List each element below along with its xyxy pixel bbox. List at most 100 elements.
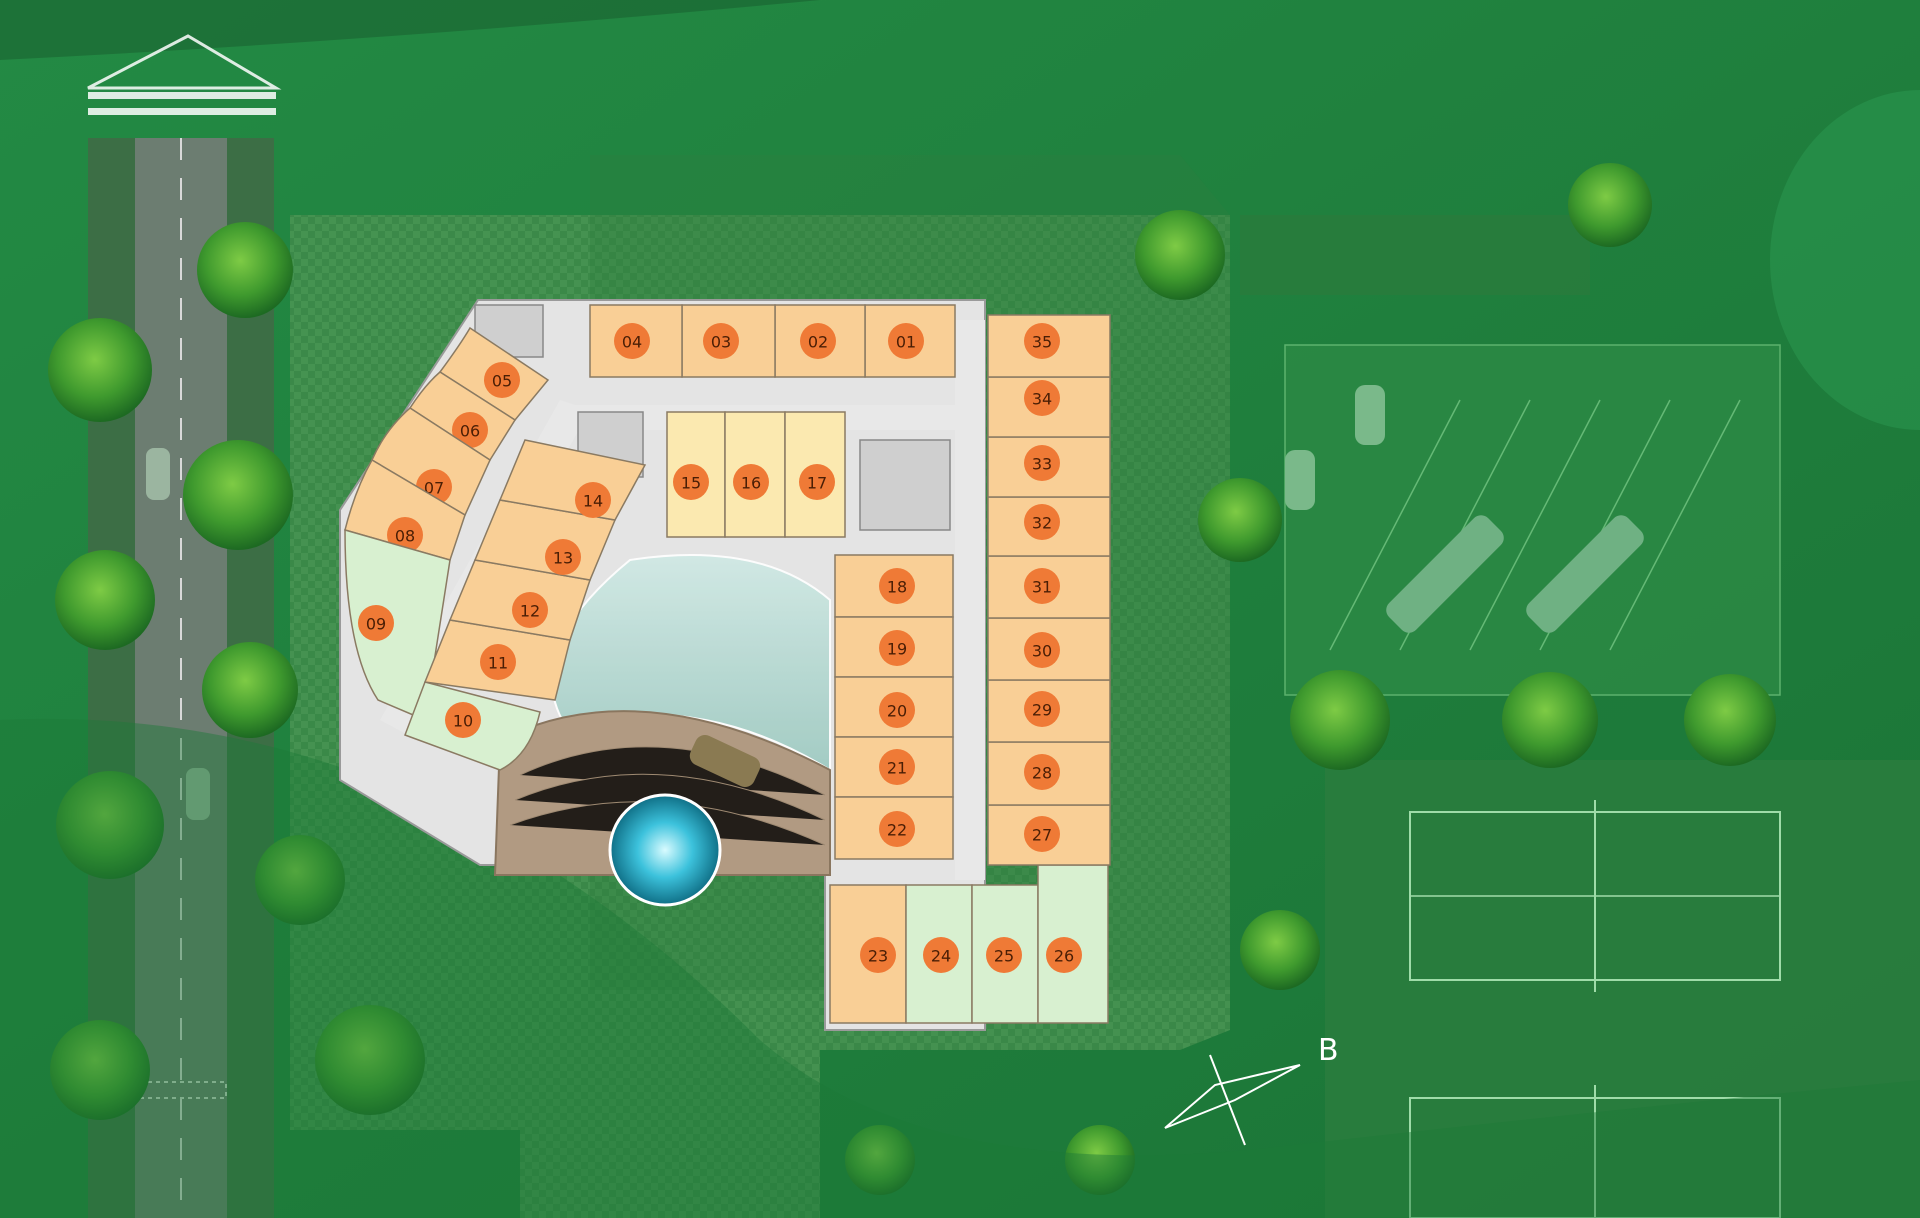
unit-marker: [1024, 323, 1060, 359]
unit-label: 33: [1032, 455, 1052, 474]
unit-marker: [1024, 691, 1060, 727]
unit-label: 03: [711, 333, 731, 352]
unit-marker: [452, 412, 488, 448]
unit-marker: [1024, 568, 1060, 604]
unit-21[interactable]: 21: [834, 736, 954, 798]
unit-label: 09: [366, 615, 386, 634]
unit-04[interactable]: 04: [589, 304, 683, 378]
tennis-courts: [1325, 760, 1920, 1218]
unit-15[interactable]: 15: [666, 411, 726, 538]
unit-marker: [800, 323, 836, 359]
unit-label: 10: [453, 712, 473, 731]
unit-marker: [703, 323, 739, 359]
unit-marker: [923, 937, 959, 973]
car-icon: [146, 448, 170, 500]
unit-marker: [614, 323, 650, 359]
unit-12[interactable]: 12: [448, 559, 591, 641]
unit-marker: [879, 811, 915, 847]
unit-label: 02: [808, 333, 828, 352]
unit-03[interactable]: 03: [681, 304, 776, 378]
tree-icon: [1568, 163, 1652, 247]
unit-19[interactable]: 19: [834, 616, 954, 678]
unit-11[interactable]: 11: [423, 619, 571, 701]
unit-24[interactable]: 24: [905, 884, 973, 1024]
unit-13[interactable]: 13: [473, 499, 617, 581]
unit-33[interactable]: 33: [987, 436, 1111, 498]
unit-14[interactable]: 14: [498, 439, 647, 521]
unit-marker: [1046, 937, 1082, 973]
north-arrow-icon: [1164, 1064, 1301, 1129]
unit-label: 17: [807, 474, 827, 493]
unit-label: 24: [931, 947, 951, 966]
unit-30[interactable]: 30: [987, 617, 1111, 681]
unit-marker: [480, 644, 516, 680]
elevator-core: [859, 439, 951, 531]
unit-marker: [860, 937, 896, 973]
unit-marker: [545, 539, 581, 575]
unit-label: 32: [1032, 514, 1052, 533]
unit-label: 14: [583, 492, 603, 511]
unit-marker: [673, 464, 709, 500]
unit-32[interactable]: 32: [987, 496, 1111, 557]
unit-label: 11: [488, 654, 508, 673]
tree-icon: [1240, 910, 1320, 990]
tree-icon: [56, 771, 164, 879]
unit-label: 01: [896, 333, 916, 352]
unit-20[interactable]: 20: [834, 676, 954, 738]
compass: B: [1164, 1033, 1339, 1146]
compass-label: B: [1318, 1033, 1339, 1068]
unit-29[interactable]: 29: [987, 679, 1111, 743]
unit-31[interactable]: 31: [987, 555, 1111, 619]
unit-marker: [445, 702, 481, 738]
car-icon: [1285, 450, 1315, 510]
unit-25[interactable]: 25: [971, 884, 1039, 1024]
unit-marker: [1024, 816, 1060, 852]
unit-label: 21: [887, 759, 907, 778]
unit-35[interactable]: 35: [987, 314, 1111, 378]
tree-icon: [1065, 1125, 1135, 1195]
unit-01[interactable]: 01: [864, 304, 956, 378]
unit-16[interactable]: 16: [724, 411, 786, 538]
unit-28[interactable]: 28: [987, 741, 1111, 806]
unit-10[interactable]: 10: [404, 681, 541, 771]
unit-marker: [879, 568, 915, 604]
unit-label: 16: [741, 474, 761, 493]
unit-26[interactable]: 26: [1037, 864, 1109, 1024]
unit-02[interactable]: 02: [774, 304, 866, 378]
trees: [48, 163, 1776, 1195]
tree-icon: [1502, 672, 1598, 768]
unit-22[interactable]: 22: [834, 796, 954, 860]
unit-label: 18: [887, 578, 907, 597]
unit-34[interactable]: 34: [987, 376, 1111, 438]
unit-label: 27: [1032, 826, 1052, 845]
corridor: [955, 320, 985, 880]
unit-label: 30: [1032, 642, 1052, 661]
unit-label: 12: [520, 602, 540, 621]
tree-icon: [48, 318, 152, 422]
unit-18[interactable]: 18: [834, 554, 954, 618]
unit-marker: [888, 323, 924, 359]
car-icon: [689, 734, 761, 788]
unit-label: 31: [1032, 578, 1052, 597]
tree-icon: [255, 835, 345, 925]
unit-17[interactable]: 17: [784, 411, 846, 538]
tree-icon: [55, 550, 155, 650]
unit-marker: [799, 464, 835, 500]
decorative-circle: [1770, 90, 1920, 430]
unit-label: 23: [868, 947, 888, 966]
tree-icon: [197, 222, 293, 318]
car-icon: [1355, 385, 1385, 445]
unit-23[interactable]: 23: [829, 884, 907, 1024]
tree-icon: [1135, 210, 1225, 300]
unit-marker: [879, 749, 915, 785]
unit-marker: [1024, 380, 1060, 416]
unit-label: 05: [492, 372, 512, 391]
unit-label: 29: [1032, 701, 1052, 720]
tree-icon: [183, 440, 293, 550]
car-icon: [186, 768, 210, 820]
unit-27[interactable]: 27: [987, 804, 1111, 866]
unit-09[interactable]: 09: [344, 529, 451, 722]
